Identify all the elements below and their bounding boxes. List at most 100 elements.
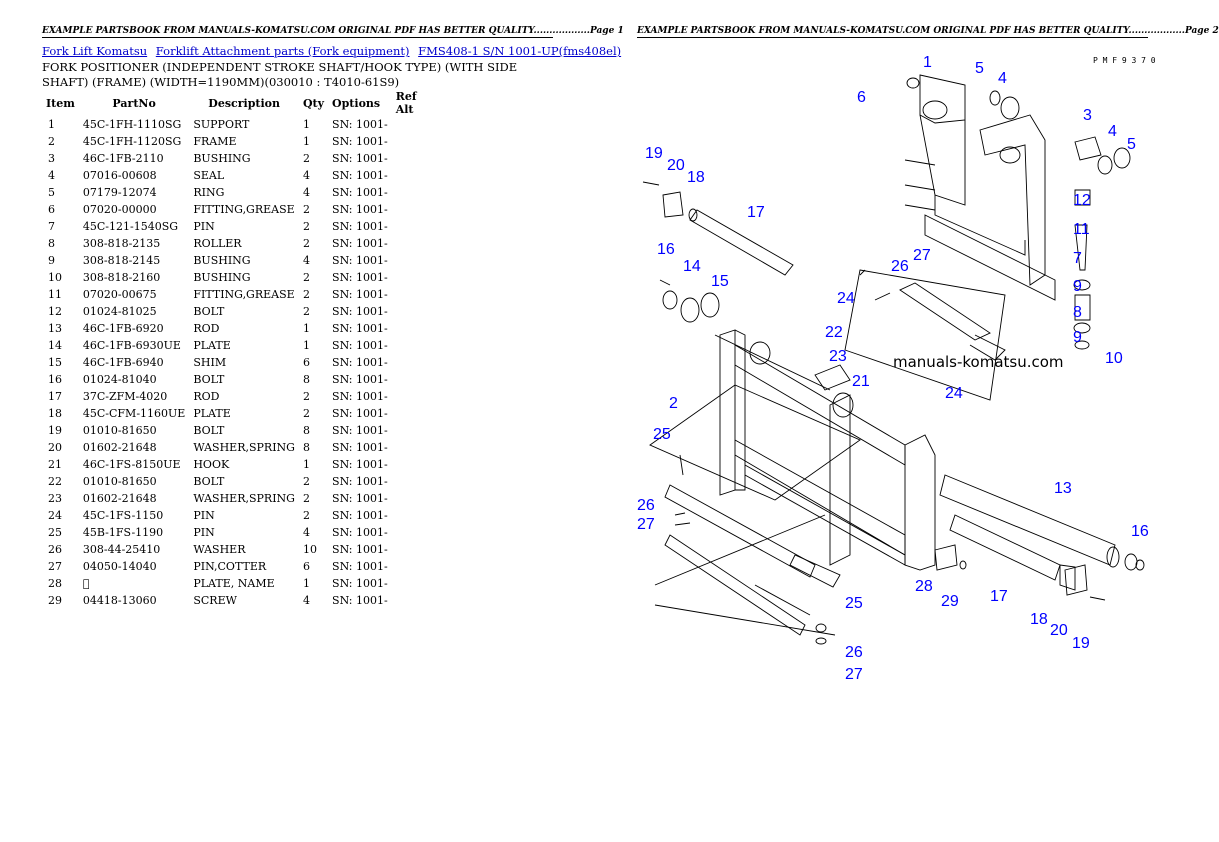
- cell-options: SN: 1001-: [332, 152, 388, 165]
- cell-qty: 4: [302, 254, 310, 267]
- callout-number: 25: [653, 426, 671, 443]
- callout-number: 12: [1073, 192, 1091, 209]
- cell-options: SN: 1001-: [332, 339, 388, 352]
- cell-item: 21: [48, 458, 62, 471]
- cell-qty: 4: [302, 169, 310, 182]
- cell-item: 29: [48, 594, 62, 607]
- cell-options: SN: 1001-: [332, 271, 388, 284]
- callout-number: 19: [1072, 635, 1090, 652]
- cell-qty: 2: [302, 509, 310, 522]
- cell-options: SN: 1001-: [332, 424, 388, 437]
- cell-ref-alt: [392, 133, 440, 150]
- callout-number: 2: [669, 395, 678, 412]
- cell-ref-alt: [392, 388, 440, 405]
- cell-description: BOLT: [193, 373, 225, 386]
- cell-description: WASHER: [193, 543, 246, 556]
- cell-partno: 45C-1FH-1120SG: [82, 135, 182, 148]
- cell-qty: 2: [302, 152, 310, 165]
- breadcrumb-link-attachment-parts[interactable]: Forklift Attachment parts (Fork equipmen…: [155, 44, 410, 58]
- cell-description: SHIM: [193, 356, 227, 369]
- cell-description: SEAL: [193, 169, 225, 182]
- cell-ref-alt: [392, 167, 440, 184]
- callout-number: 4: [998, 70, 1007, 87]
- col-ref-alt: Ref Alt: [395, 90, 417, 116]
- breadcrumb-link-fork-lift[interactable]: Fork Lift Komatsu: [42, 44, 148, 58]
- callout-number: 24: [837, 290, 855, 307]
- cell-ref-alt: [392, 116, 440, 133]
- cell-item: 15: [48, 356, 62, 369]
- callout-number: 22: [825, 324, 843, 341]
- cell-qty: 2: [302, 407, 310, 420]
- cell-ref-alt: [392, 201, 440, 218]
- callout-number: 8: [1073, 304, 1082, 321]
- callout-number: 18: [1030, 611, 1048, 628]
- cell-description: BUSHING: [193, 254, 251, 267]
- cell-qty: 1: [302, 458, 310, 471]
- callout-number: 13: [1054, 480, 1072, 497]
- cell-item: 16: [48, 373, 62, 386]
- cell-partno: 45C-1FS-1150: [82, 509, 164, 522]
- cell-description: PLATE: [193, 407, 231, 420]
- cell-options: SN: 1001-: [332, 458, 388, 471]
- cell-options: SN: 1001-: [332, 254, 388, 267]
- cell-partno: 01602-21648: [82, 441, 157, 454]
- cell-item: 18: [48, 407, 62, 420]
- cell-options: SN: 1001-: [332, 475, 388, 488]
- cell-partno: 308-44-25410: [82, 543, 161, 556]
- cell-description: PIN,COTTER: [193, 560, 267, 573]
- cell-description: HOOK: [193, 458, 230, 471]
- breadcrumb-link-model[interactable]: FMS408-1 S/N 1001-UP(fms408el): [418, 44, 622, 58]
- cell-partno: 01602-21648: [82, 492, 157, 505]
- cell-partno: 46C-1FB-2110: [82, 152, 164, 165]
- cell-qty: 1: [302, 577, 310, 590]
- cell-partno: 01010-81650: [82, 475, 157, 488]
- cell-options: SN: 1001-: [332, 186, 388, 199]
- cell-description: BUSHING: [193, 152, 251, 165]
- callout-number: 10: [1105, 350, 1123, 367]
- cell-item: 2: [48, 135, 55, 148]
- cell-partno: 46C-1FS-8150UE: [82, 458, 181, 471]
- cell-ref-alt: [392, 422, 440, 439]
- cell-item: 23: [48, 492, 62, 505]
- cell-ref-alt: [392, 235, 440, 252]
- cell-partno:  : [82, 577, 90, 590]
- diagram-code: P M F 9 3 7 0: [1093, 56, 1156, 65]
- cell-description: BOLT: [193, 305, 225, 318]
- cell-item: 26: [48, 543, 62, 556]
- cell-qty: 8: [302, 373, 310, 386]
- callout-number: 29: [941, 593, 959, 610]
- callout-number: 26: [891, 258, 909, 275]
- cell-partno: 04418-13060: [82, 594, 157, 607]
- callout-number: 17: [747, 204, 765, 221]
- cell-partno: 308-818-2135: [82, 237, 161, 250]
- cell-qty: 2: [302, 475, 310, 488]
- cell-partno: 308-818-2160: [82, 271, 161, 284]
- callout-number: 17: [990, 588, 1008, 605]
- callout-number: 7: [1073, 250, 1082, 267]
- cell-ref-alt: [392, 252, 440, 269]
- cell-qty: 10: [302, 543, 317, 556]
- cell-options: SN: 1001-: [332, 305, 388, 318]
- cell-partno: 04050-14040: [82, 560, 157, 573]
- cell-qty: 6: [302, 356, 310, 369]
- cell-ref-alt: [392, 456, 440, 473]
- cell-ref-alt: [392, 575, 440, 592]
- cell-item: 27: [48, 560, 62, 573]
- cell-item: 8: [48, 237, 55, 250]
- cell-ref-alt: [392, 405, 440, 422]
